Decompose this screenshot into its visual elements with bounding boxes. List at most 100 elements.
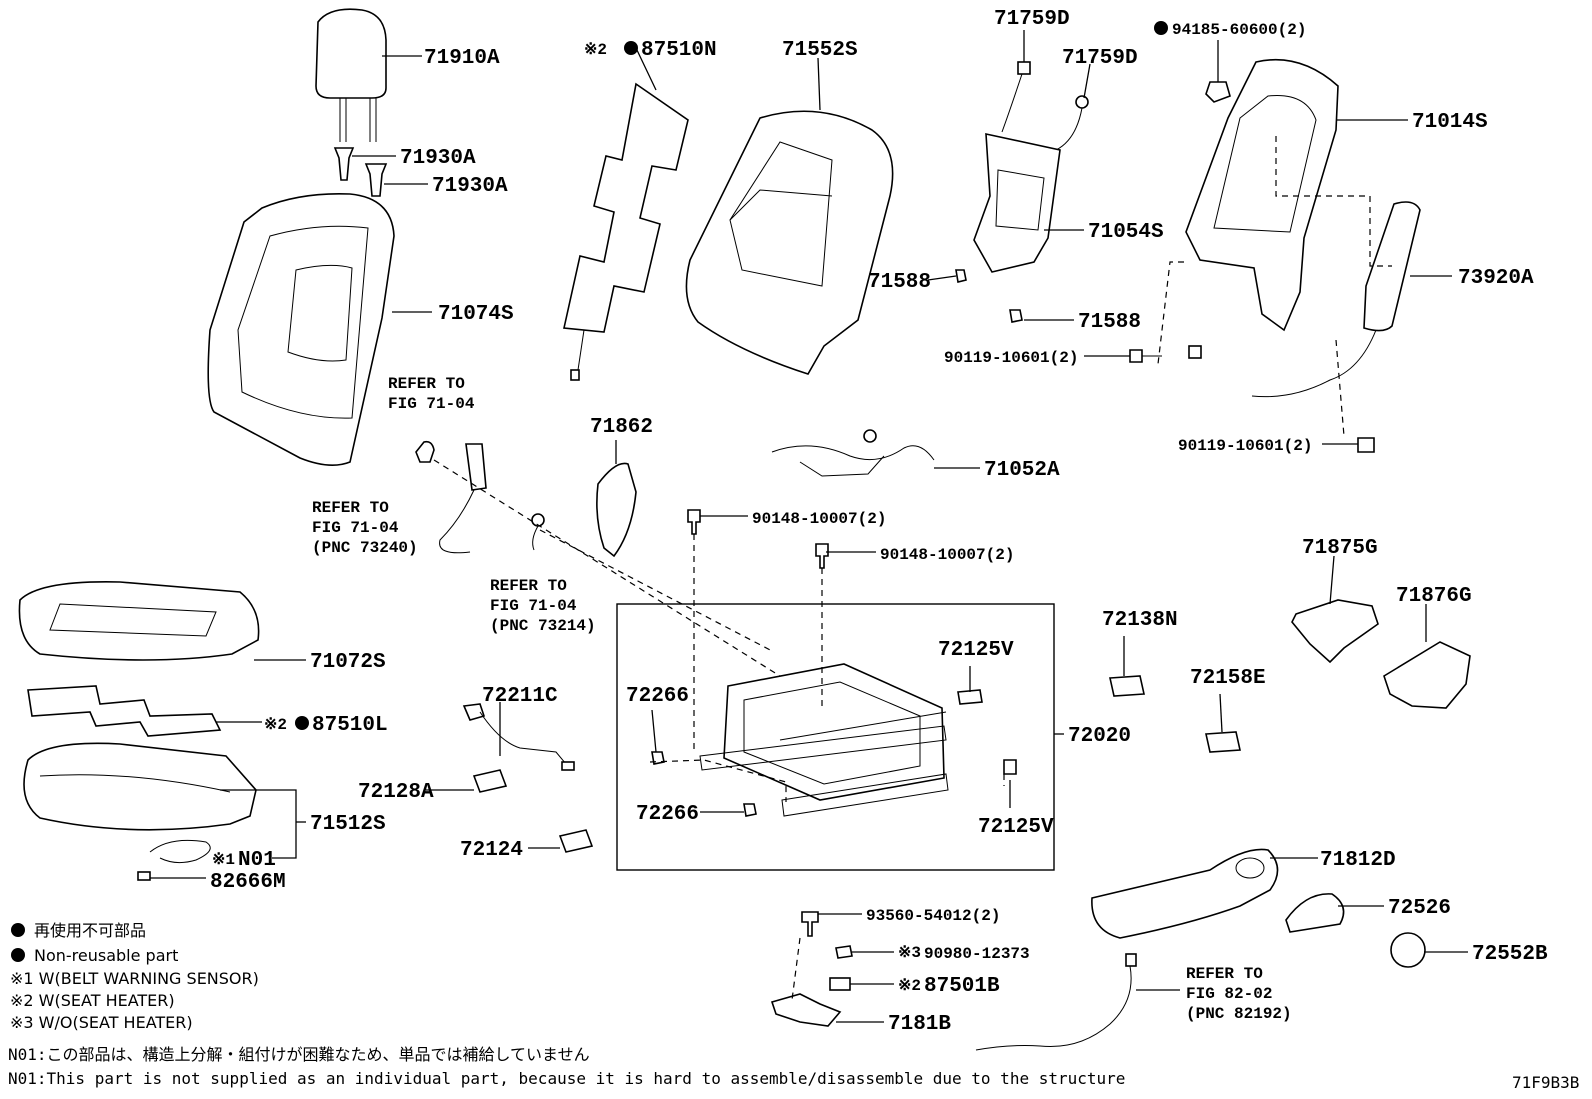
side-cover-drawing (596, 462, 637, 558)
headrest-drawing (315, 8, 387, 142)
rod-drawing (462, 703, 575, 771)
label-71074S: 71074S (438, 303, 514, 326)
seat-track-drawing (651, 663, 1017, 817)
label-72552B: 72552B (1472, 943, 1548, 966)
refer-3-line2: FIG 71-04 (490, 597, 577, 615)
seat-track-section-box (616, 603, 1055, 871)
label-71072S: 71072S (310, 651, 386, 674)
refer-4-line2: FIG 82-02 (1186, 985, 1272, 1003)
label-71812D: 71812D (1320, 849, 1396, 872)
label-72125V-2: 72125V (978, 816, 1054, 839)
seatback-bracket-drawing (955, 61, 1089, 323)
track-cover-drawings (1291, 599, 1471, 709)
recliner-lever-drawing (1285, 893, 1345, 933)
label-87501B-note: ※2 (898, 977, 921, 995)
footnote-jp: N01:この部品は、構造上分解・組付けが困難なため、単品では補給していません (8, 1045, 590, 1064)
refer-3-line3: (PNC 73214) (490, 617, 596, 635)
label-N01: N01 (238, 849, 276, 872)
refer-notes: REFER TO FIG 71-04 REFER TO FIG 71-04 (P… (312, 375, 1292, 1023)
seatback-pad-drawing (685, 110, 894, 375)
label-7181B: 7181B (888, 1013, 951, 1036)
label-72138N: 72138N (1102, 609, 1178, 632)
label-71876G: 71876G (1396, 585, 1472, 608)
label-71930A-2: 71930A (432, 175, 508, 198)
refer-2-line1: REFER TO (312, 499, 389, 517)
label-94185: 94185-60600(2) (1172, 21, 1306, 39)
label-93560: 93560-54012(2) (866, 907, 1000, 925)
label-72125V-1: 72125V (938, 639, 1014, 662)
label-90980: 90980-12373 (924, 945, 1030, 963)
refer-4-line1: REFER TO (1186, 965, 1263, 983)
non-reusable-mark-icon (624, 41, 638, 55)
label-71875G: 71875G (1302, 537, 1378, 560)
label-90980-note: ※3 (898, 944, 921, 962)
label-71862: 71862 (590, 416, 653, 439)
belt-sensor-drawing (137, 839, 211, 881)
bolt-drawings-2 (687, 509, 829, 569)
footnotes: N01:この部品は、構造上分解・組付けが困難なため、単品では補給していません N… (8, 1045, 1579, 1092)
legend-note-1: ※1 W(BELT WARNING SENSOR) (10, 969, 259, 988)
label-71052A: 71052A (984, 459, 1060, 482)
seatback-heater-drawing (563, 82, 689, 381)
label-87510L-note: ※2 (264, 716, 287, 734)
label-72124: 72124 (460, 839, 523, 862)
label-87510N: 87510N (641, 39, 717, 62)
label-71759D-2: 71759D (1062, 47, 1138, 70)
legend-non-reusable-en: Non-reusable part (34, 946, 178, 965)
non-reusable-legend-icon (11, 923, 25, 937)
label-90148-2: 90148-10007(2) (880, 546, 1014, 564)
refer-1-line2: FIG 71-04 (388, 395, 475, 413)
non-reusable-mark-icon (295, 716, 309, 730)
label-71930A-1: 71930A (400, 147, 476, 170)
legend: 再使用不可部品 Non-reusable part ※1 W(BELT WARN… (10, 921, 259, 1032)
label-71910A: 71910A (424, 47, 500, 70)
label-N01-note: ※1 (212, 851, 235, 869)
buckle-drawing (415, 440, 545, 554)
sensor-harness-drawing (975, 953, 1137, 1051)
dashed-connectors (433, 136, 1392, 1001)
label-71552S: 71552S (782, 39, 858, 62)
refer-3-line1: REFER TO (490, 577, 567, 595)
label-71588-1: 71588 (868, 271, 931, 294)
label-73920A: 73920A (1458, 267, 1534, 290)
cushion-heater-drawing (27, 685, 222, 737)
refer-1-line1: REFER TO (388, 375, 465, 393)
label-71512S: 71512S (310, 813, 386, 836)
headrest-guide-drawing (333, 147, 388, 197)
label-87510N-note: ※2 (584, 41, 607, 59)
cushion-cover-drawing (18, 581, 260, 661)
label-71054S: 71054S (1088, 221, 1164, 244)
label-72158E: 72158E (1190, 667, 1266, 690)
label-82666M: 82666M (210, 871, 286, 894)
label-72266-2: 72266 (636, 803, 699, 826)
label-90119-1: 90119-10601(2) (944, 349, 1078, 367)
lower-bracket-drawings (770, 911, 853, 1027)
label-72266-1: 72266 (626, 685, 689, 708)
label-71588-2: 71588 (1078, 311, 1141, 334)
knob-drawing (1390, 932, 1426, 968)
legend-note-3: ※3 W/O(SEAT HEATER) (10, 1013, 193, 1032)
label-72526: 72526 (1388, 897, 1451, 920)
refer-2-line3: (PNC 73240) (312, 539, 418, 557)
legend-note-2: ※2 W(SEAT HEATER) (10, 991, 175, 1010)
seatback-cover-drawing (207, 192, 395, 466)
cushion-pad-drawing (23, 742, 257, 831)
label-90119-2: 90119-10601(2) (1178, 437, 1312, 455)
side-shield-drawing (1091, 848, 1279, 939)
figure-id: 71F9B3B (1512, 1073, 1579, 1092)
leader-lines (150, 30, 1468, 1023)
label-90148-1: 90148-10007(2) (752, 510, 886, 528)
seatback-frame-drawing (1185, 58, 1339, 359)
label-72211C: 72211C (482, 685, 558, 708)
clip-drawings (472, 769, 594, 853)
non-reusable-mark-icon (1154, 21, 1168, 35)
part-labels: 71910A 71930A 71930A 71074S ※2 87510N 71… (210, 8, 1548, 1036)
refer-4-line3: (PNC 82192) (1186, 1005, 1292, 1023)
bracket-drawings (1109, 675, 1241, 753)
legend-non-reusable-jp: 再使用不可部品 (34, 921, 146, 940)
label-71759D-1: 71759D (994, 8, 1070, 31)
non-reusable-legend-icon (11, 948, 25, 962)
label-72020: 72020 (1068, 725, 1131, 748)
label-87501B: 87501B (924, 975, 1000, 998)
